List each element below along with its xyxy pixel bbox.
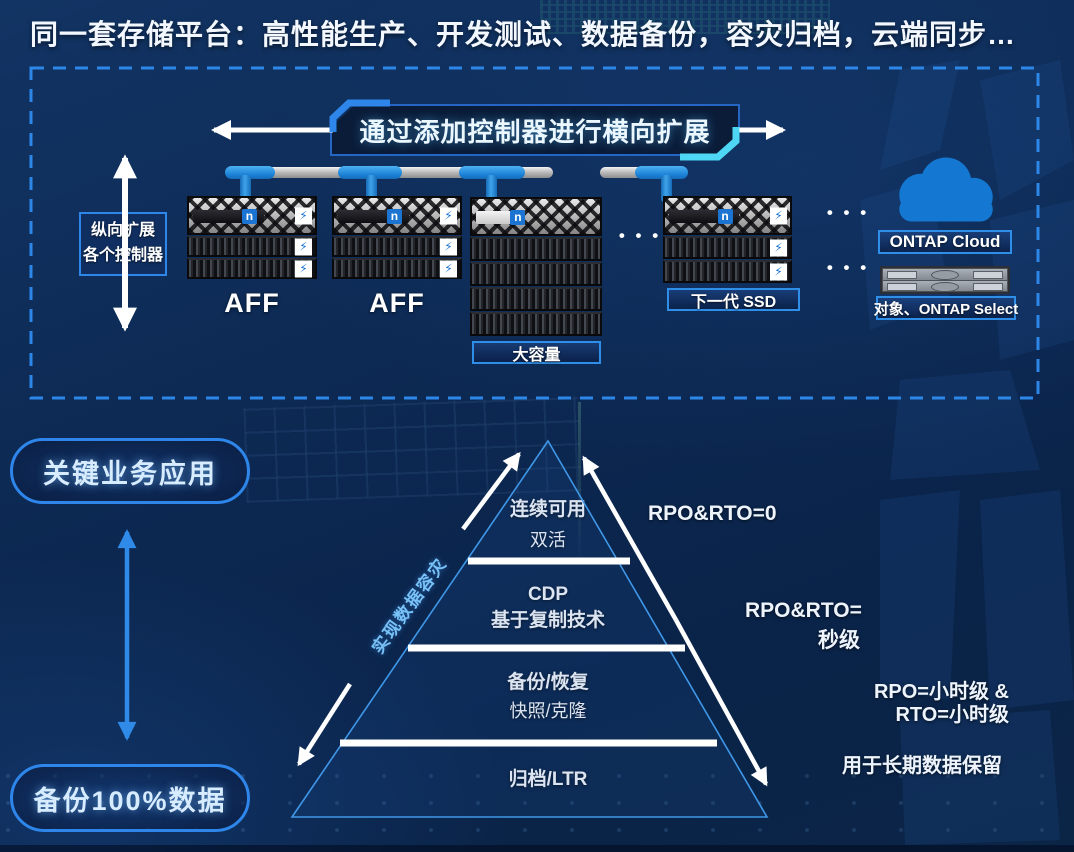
- scale-out-banner-label: 通过添加控制器进行横向扩展: [359, 116, 711, 147]
- netapp-logo: n: [386, 209, 402, 224]
- pyramid-level1-subtitle: 双活: [530, 530, 566, 550]
- server-fan: [931, 270, 959, 280]
- flash-icon: ⚡: [440, 260, 457, 277]
- object-tag-label: 对象、ONTAP Select: [873, 300, 1019, 318]
- drive-shelf: [470, 287, 602, 311]
- cloud-icon: [899, 157, 993, 222]
- rpo-hours-line2: RTO=小时级: [895, 704, 1009, 726]
- pyramid-level4-title: 归档/LTR: [508, 769, 588, 790]
- long-term-label: 用于长期数据保留: [842, 755, 1002, 777]
- drive-shelf: ⚡: [332, 258, 462, 279]
- aff-controller: n ⚡: [332, 196, 462, 235]
- scale-up-label: 纵向扩展 各个控制器: [79, 212, 167, 276]
- ellipsis-dots: • • •: [826, 203, 870, 222]
- aff-label-2: AFF: [369, 288, 425, 318]
- ssd-tag: 下一代 SSD: [667, 288, 800, 311]
- capacity-tag: 大容量: [472, 341, 601, 364]
- flash-icon: ⚡: [770, 239, 787, 256]
- rpo-zero-label: RPO&RTO=0: [648, 502, 777, 525]
- flash-icon: ⚡: [770, 207, 787, 224]
- scale-up-label-line1: 纵向扩展: [90, 222, 155, 240]
- backup-data-pill: 备份100%数据: [10, 764, 250, 832]
- ellipsis-dots: • • •: [618, 226, 662, 245]
- flash-icon: ⚡: [440, 238, 457, 255]
- cloud-tag: ONTAP Cloud: [878, 230, 1012, 254]
- capacity-controller: n: [470, 197, 602, 236]
- backup-data-label: 备份100%数据: [33, 785, 227, 816]
- left-side-arrow-down: [297, 682, 352, 767]
- page-title: 同一套存储平台：高性能生产、开发测试、数据备份，容灾归档，云端同步…: [30, 19, 1017, 50]
- object-server: [880, 266, 1010, 294]
- right-side-arrow-down: [674, 618, 768, 787]
- critical-apps-pill: 关键业务应用: [10, 438, 250, 504]
- object-tag: 对象、ONTAP Select: [873, 296, 1019, 320]
- background-code-texture: [540, 0, 830, 34]
- server-row: [883, 269, 1007, 280]
- pyramid-level2-subtitle: 基于复制技术: [490, 610, 605, 631]
- rpo-hours-label: RPO=小时级 & RTO=小时级: [853, 681, 1009, 727]
- flash-icon: ⚡: [770, 263, 787, 280]
- drive-shelf: [470, 262, 602, 286]
- scale-up-label-line2: 各个控制器: [82, 247, 163, 264]
- server-fan: [931, 281, 959, 292]
- rpo-seconds-line1: RPO&RTO=: [745, 599, 862, 622]
- netapp-logo: n: [717, 209, 733, 224]
- netapp-logo: n: [241, 209, 257, 224]
- drive-shelf: ⚡: [187, 236, 317, 257]
- drive-shelf: ⚡: [663, 236, 792, 259]
- flash-icon: ⚡: [295, 238, 312, 255]
- background-bottom-strip: [0, 845, 1074, 852]
- server-row: [883, 280, 1007, 292]
- pyramid-level3-title: 备份/恢复: [507, 672, 589, 693]
- ellipsis-dots: • • •: [826, 258, 870, 277]
- capacity-tag-label: 大容量: [512, 346, 561, 364]
- pyramid-level1-title: 连续可用: [509, 499, 586, 520]
- netapp-logo: n: [510, 210, 526, 225]
- scale-out-banner: 通过添加控制器进行横向扩展: [330, 104, 740, 156]
- critical-apps-label: 关键业务应用: [43, 458, 217, 489]
- aff-controller: n ⚡: [663, 196, 792, 235]
- drive-shelf: ⚡: [663, 260, 792, 283]
- storage-array-aff-2: n ⚡ ⚡ ⚡: [332, 196, 462, 280]
- drive-shelf: ⚡: [332, 236, 462, 257]
- aff-controller: n ⚡: [187, 196, 317, 235]
- drive-shelf: ⚡: [187, 258, 317, 279]
- server-slot: [887, 282, 917, 291]
- rpo-hours-line1: RPO=小时级 &: [873, 681, 1009, 703]
- flash-icon: ⚡: [295, 207, 312, 224]
- flash-icon: ⚡: [440, 207, 457, 224]
- cloud-tag-label: ONTAP Cloud: [889, 232, 1001, 251]
- ssd-tag-label: 下一代 SSD: [690, 293, 777, 311]
- pyramid-level3-subtitle: 快照/克隆: [509, 701, 587, 721]
- flash-icon: ⚡: [295, 260, 312, 277]
- storage-array-ssd: n ⚡ ⚡ ⚡: [663, 196, 792, 284]
- background-keyboard-texture: [243, 396, 582, 503]
- storage-array-capacity: n: [470, 197, 602, 337]
- aff-label-1: AFF: [224, 288, 280, 318]
- server-slot: [973, 282, 1003, 291]
- pyramid-level2-title: CDP: [527, 584, 569, 605]
- rpo-seconds-line2: 秒级: [818, 629, 860, 652]
- server-slot: [887, 271, 917, 279]
- server-slot: [973, 271, 1003, 279]
- drive-shelf: [470, 237, 602, 261]
- drive-shelf: [470, 312, 602, 336]
- storage-array-aff-1: n ⚡ ⚡ ⚡: [187, 196, 317, 280]
